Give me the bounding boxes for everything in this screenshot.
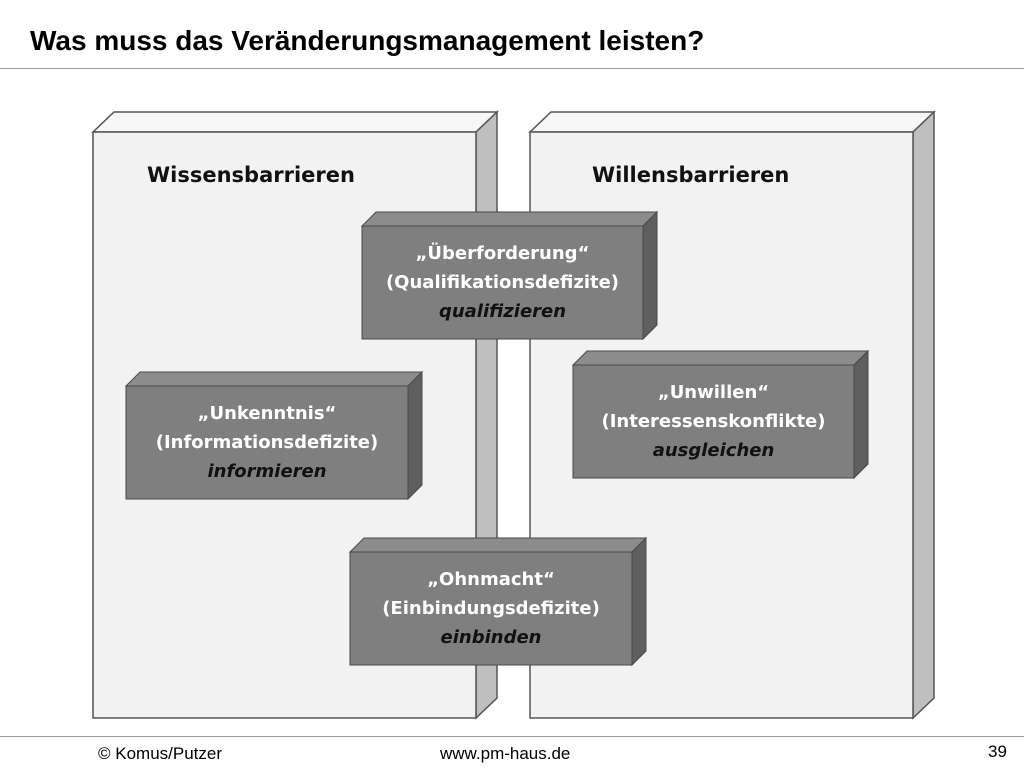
box-unwillen-text: „Unwillen“ (Interessenskonflikte) ausgle… (573, 365, 854, 478)
panel-label-willensbarrieren: Willensbarrieren (592, 163, 790, 187)
panel-label-wissensbarrieren: Wissensbarrieren (147, 163, 355, 187)
box-ueberforderung-action: qualifizieren (438, 301, 567, 322)
footer-divider (0, 736, 1024, 737)
box-ueberforderung-subtitle: (Qualifikationsdefizite) (385, 272, 620, 293)
panel-right-side (912, 110, 935, 720)
slide-title: Was muss das Veränderungsmanagement leis… (30, 25, 705, 56)
box-unkenntnis (124, 370, 424, 501)
box-unkenntnis-text: „Unkenntnis“ (Informationsdefizite) info… (126, 386, 408, 499)
title-divider (0, 68, 1024, 69)
box-ohnmacht (348, 536, 648, 667)
box-unwillen (571, 349, 870, 480)
page-number: 39 (988, 742, 1007, 761)
footer-copyright: © Komus/Putzer (98, 744, 223, 763)
box-ueberforderung-title: „Überforderung“ (415, 243, 590, 264)
box-unkenntnis-action: informieren (207, 461, 327, 482)
box-ohnmacht-action: einbinden (440, 627, 542, 648)
panel-left-top (91, 111, 499, 133)
panel-right-top (528, 111, 936, 133)
box-unkenntnis-subtitle: (Informationsdefizite) (155, 432, 379, 453)
footer-website: www.pm-haus.de (440, 744, 571, 763)
box-ohnmacht-text: „Ohnmacht“ (Einbindungsdefizite) einbind… (350, 552, 632, 665)
box-ueberforderung-text: „Überforderung“ (Qualifikationsdefizite)… (362, 226, 643, 339)
box-ohnmacht-subtitle: (Einbindungsdefizite) (382, 598, 600, 619)
box-unwillen-title: „Unwillen“ (657, 382, 770, 403)
box-ueberforderung (360, 210, 659, 341)
box-ohnmacht-title: „Ohnmacht“ (427, 569, 555, 590)
box-unwillen-subtitle: (Interessenskonflikte) (601, 411, 826, 432)
box-unkenntnis-title: „Unkenntnis“ (197, 403, 337, 424)
box-unwillen-action: ausgleichen (652, 440, 775, 461)
